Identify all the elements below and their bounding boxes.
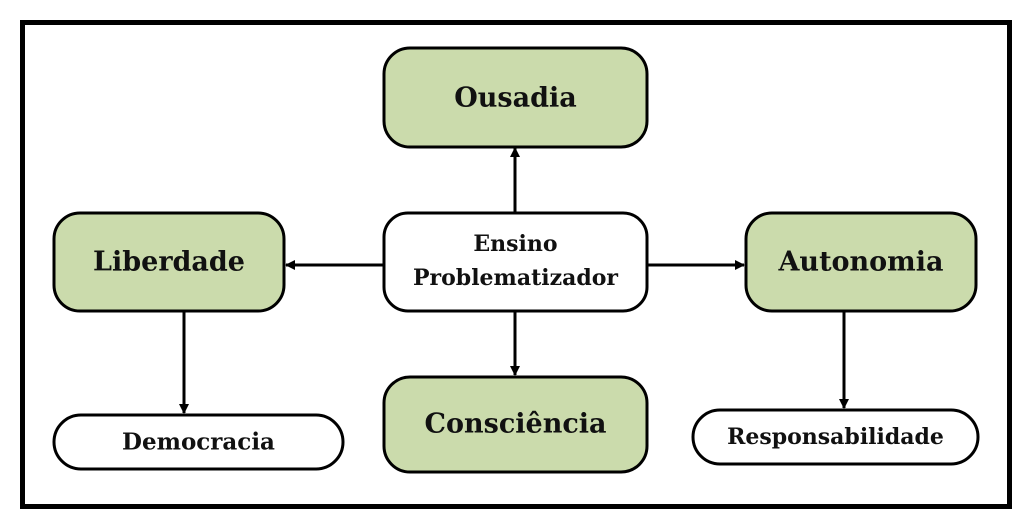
node-consciencia: Consciência [382,375,649,474]
node-consciencia-label: Consciência [424,409,606,440]
node-liberdade: Liberdade [52,211,286,313]
node-center-line2: Problematizador [413,265,618,291]
node-responsabilidade-label: Responsabilidade [727,424,944,450]
node-ousadia: Ousadia [382,46,649,149]
node-ensino-problematizador: Ensino Problematizador [382,211,649,313]
node-responsabilidade: Responsabilidade [691,408,980,466]
node-autonomia: Autonomia [744,211,978,313]
node-ousadia-label: Ousadia [454,83,576,114]
node-center-line1: Ensino [473,231,557,257]
node-democracia-label: Democracia [122,429,275,456]
node-autonomia-label: Autonomia [777,247,943,278]
node-democracia: Democracia [52,413,345,471]
edges [179,147,849,414]
node-liberdade-label: Liberdade [93,247,245,278]
